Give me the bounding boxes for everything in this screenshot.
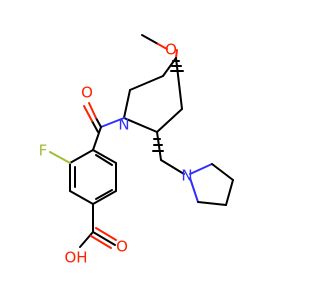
ring-bond-5 <box>156 108 183 133</box>
pyrrolidine-ring-3 <box>197 201 227 206</box>
pyrrolidine-n-bond-2 <box>189 177 199 203</box>
fluorine-label: F <box>39 142 48 160</box>
acid-co-double-1 <box>95 227 117 241</box>
acid-oxygen-label: O <box>116 238 128 256</box>
carbonyl-bond-2 <box>91 120 99 133</box>
carbonyl-o-bond-1 <box>88 102 97 119</box>
amide-c-n-bond <box>100 117 125 128</box>
benzene-bond-3 <box>69 190 94 205</box>
benzene-bond-4 <box>92 190 117 205</box>
acid-co-double-2 <box>90 235 112 249</box>
methoxy-stereo-hash <box>170 60 184 72</box>
ch2-n-bond <box>160 159 185 175</box>
ring-bond-4 <box>123 117 158 133</box>
carbonyl-oxygen-label: O <box>81 84 93 102</box>
pyrrolidine-nitrogen-label: N <box>181 167 192 185</box>
benzene-bond-top <box>92 126 102 151</box>
benzene-inner-bond-bottom <box>95 189 113 200</box>
carbonyl-o-bond-2 <box>83 105 93 122</box>
fluoro-bond <box>49 151 71 164</box>
acid-oh-bond <box>79 231 94 248</box>
benzene-bond-1 <box>69 149 94 164</box>
ring-bond-2 <box>129 75 164 91</box>
pyrrolidine-ring-2 <box>225 179 234 206</box>
ring-bond-3 <box>123 89 131 119</box>
amide-nitrogen-label: N <box>118 116 129 134</box>
carbonyl-bond-1 <box>95 117 102 128</box>
pyrrolidine-ring-1 <box>211 163 234 181</box>
benzene-bond-6 <box>92 149 117 164</box>
methoxy-oxygen-label: O <box>165 41 177 59</box>
acid-hydroxyl-label: OH <box>64 249 87 267</box>
acid-co-bond <box>92 231 116 246</box>
methoxy-o-bond-left <box>157 43 168 50</box>
benzene-inner-bond-top <box>95 154 113 166</box>
ch2-stereo-hash <box>152 138 164 152</box>
molecule-structure: O O N N F O OH <box>39 34 234 267</box>
pyrrolidine-n-bond-1 <box>189 163 213 175</box>
methyl-to-o-bond <box>141 34 159 45</box>
molecule-canvas: O O N N F O OH <box>38 34 234 267</box>
methoxy-o-bond-right <box>175 49 178 59</box>
